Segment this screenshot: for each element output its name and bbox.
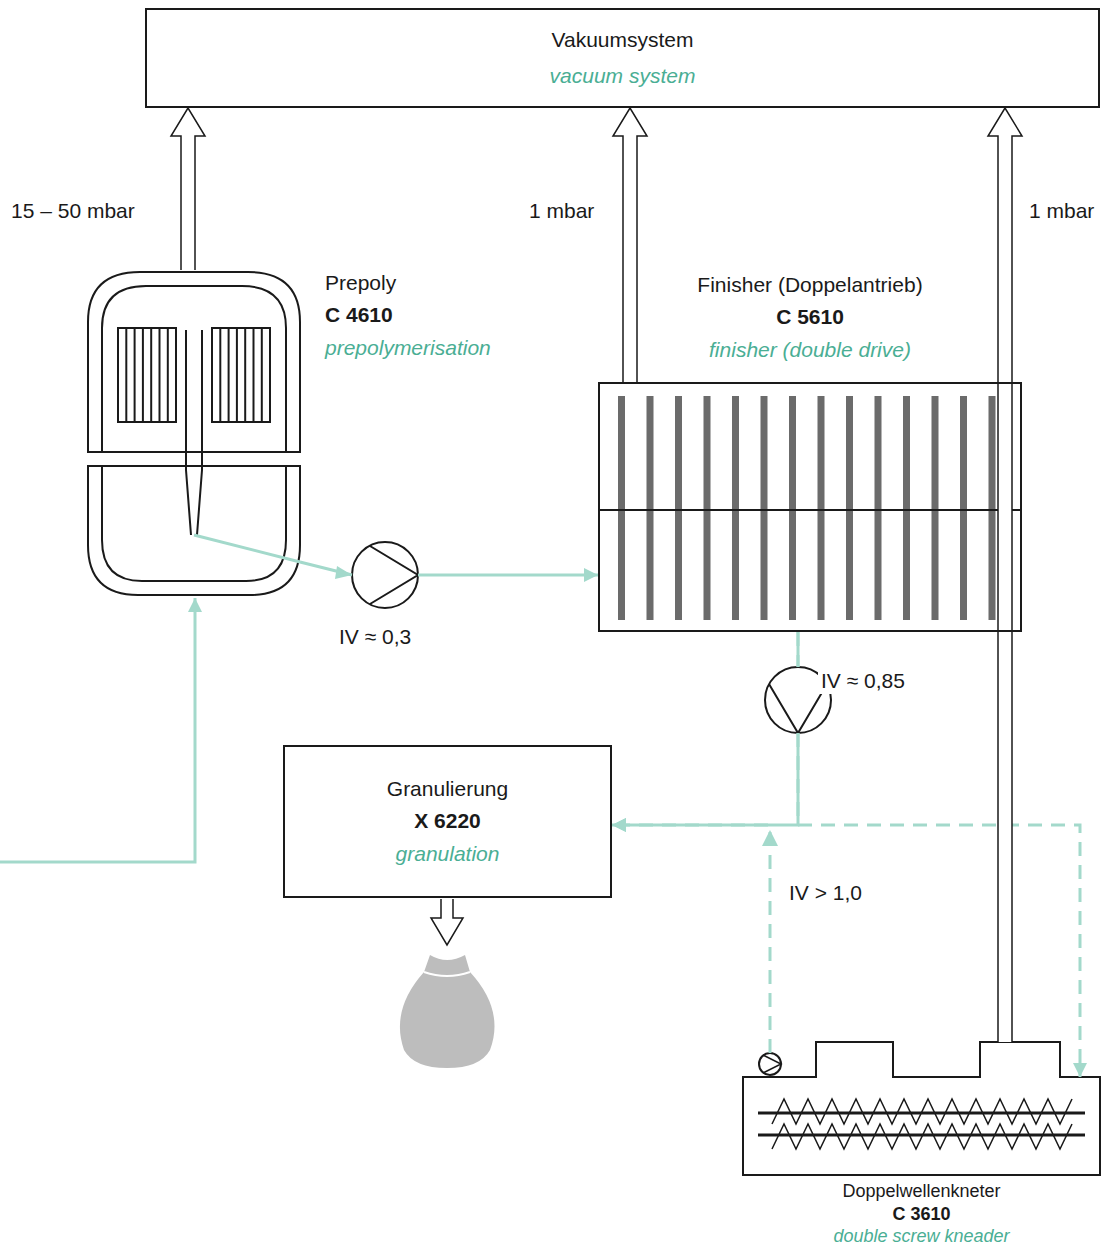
screw-flight xyxy=(772,1124,1072,1149)
node-label-group: DoppelwellenkneterC 3610double screw kne… xyxy=(743,1180,1100,1248)
finisher-disc xyxy=(932,396,939,620)
discharge-pump-symbol xyxy=(763,1055,781,1073)
reactor-vessel: PrepolyC 4610prepolymerisation xyxy=(88,270,300,595)
equipment-code: C 4610 xyxy=(325,302,393,328)
english-label: vacuum system xyxy=(550,63,696,89)
vacuum-arrow xyxy=(171,108,205,270)
tube-lines xyxy=(126,328,261,422)
tube-bundle-left xyxy=(118,328,176,422)
kneader-housing xyxy=(743,1042,1100,1175)
melt-line xyxy=(798,632,1080,1077)
german-label: Granulierung xyxy=(387,776,508,802)
finisher-disc xyxy=(761,396,768,620)
finisher-disc xyxy=(960,396,967,620)
kneader-screw-flights xyxy=(772,1099,1072,1149)
viscosity-label: IV ≈ 0,3 xyxy=(336,624,414,650)
equipment-code: X 6220 xyxy=(414,808,481,834)
finisher-disc xyxy=(618,396,625,620)
finisher-disc xyxy=(704,396,711,620)
melt-pump xyxy=(352,542,418,608)
reactor-lower-inner-wall xyxy=(102,466,286,581)
english-label: prepolymerisation xyxy=(325,335,491,361)
german-label: Doppelwellenkneter xyxy=(842,1180,1000,1203)
feed-line xyxy=(0,598,195,862)
tube-line xyxy=(142,328,144,422)
vacuum-system-box: Vakuumsystem vacuum system xyxy=(145,8,1100,108)
melt-line xyxy=(612,825,770,1053)
pressure-label: 15 – 50 mbar xyxy=(8,198,138,224)
process-box: Granulierung X 6220 granulation xyxy=(283,745,612,898)
node-label-group: Granulierung X 6220 granulation xyxy=(285,747,610,896)
reactor-lower-jacket xyxy=(88,466,300,595)
tube-line xyxy=(125,328,127,422)
german-label: Prepoly xyxy=(325,270,396,296)
german-label: Finisher (Doppelantrieb) xyxy=(697,272,922,298)
granulate-bag xyxy=(400,955,495,1068)
finisher-disc xyxy=(789,396,796,620)
tube-line xyxy=(150,328,152,422)
granulate-bag-tie xyxy=(424,972,470,976)
tube-line xyxy=(261,328,263,422)
melt-line xyxy=(612,632,798,825)
pressure-label: 1 mbar xyxy=(1026,198,1097,224)
english-label: double screw kneader xyxy=(833,1225,1009,1248)
viscosity-label: IV > 1,0 xyxy=(786,880,865,906)
equipment-code: C 3610 xyxy=(892,1203,950,1226)
viscosity-label: IV ≈ 0,85 xyxy=(818,668,908,694)
tube-line xyxy=(228,328,230,422)
tube-line xyxy=(159,328,161,422)
finisher-vessel: Finisher (Doppelantrieb)C 5610finisher (… xyxy=(598,382,1022,632)
vacuum-arrow xyxy=(613,108,647,382)
melt-pump-symbol xyxy=(370,546,418,604)
finisher-disc xyxy=(846,396,853,620)
tube-line xyxy=(167,328,169,422)
german-label: Vakuumsystem xyxy=(552,27,694,53)
node-label-group: Prepoly C 4610 prepolymerisation xyxy=(325,270,491,361)
finisher-midline xyxy=(598,509,1022,511)
output-arrow xyxy=(431,899,463,945)
downcomer-tube xyxy=(186,330,202,535)
finisher-disc xyxy=(647,396,654,620)
melt-line xyxy=(300,562,598,575)
tube-line xyxy=(134,328,136,422)
tube-line xyxy=(236,328,238,422)
english-label: finisher (double drive) xyxy=(709,337,911,363)
screw-flight xyxy=(772,1099,1072,1124)
vacuum-arrow xyxy=(988,108,1022,1042)
tube-line xyxy=(244,328,246,422)
tube-line xyxy=(219,328,221,422)
finisher-disc xyxy=(675,396,682,620)
kneader-machine: DoppelwellenkneterC 3610double screw kne… xyxy=(743,1042,1100,1175)
finisher-disc xyxy=(818,396,825,620)
finisher-disc xyxy=(903,396,910,620)
equipment-code: C 5610 xyxy=(776,304,844,330)
melt-outlet-line xyxy=(194,535,300,562)
finisher-disc xyxy=(989,396,996,620)
discharge-pump xyxy=(759,1053,781,1075)
reactor-upper-jacket xyxy=(88,272,300,452)
node-label-group: Vakuumsystem vacuum system xyxy=(147,10,1098,106)
tube-line xyxy=(253,328,255,422)
finisher-discs xyxy=(618,396,996,620)
finisher-disc xyxy=(875,396,882,620)
reactor-upper-inner-wall xyxy=(102,286,286,452)
node-label-group: Finisher (Doppelantrieb) C 5610 finisher (… xyxy=(600,272,1020,363)
english-label: granulation xyxy=(396,841,500,867)
pressure-label: 1 mbar xyxy=(526,198,597,224)
finisher-disc xyxy=(732,396,739,620)
tube-bundle-right xyxy=(212,328,270,422)
